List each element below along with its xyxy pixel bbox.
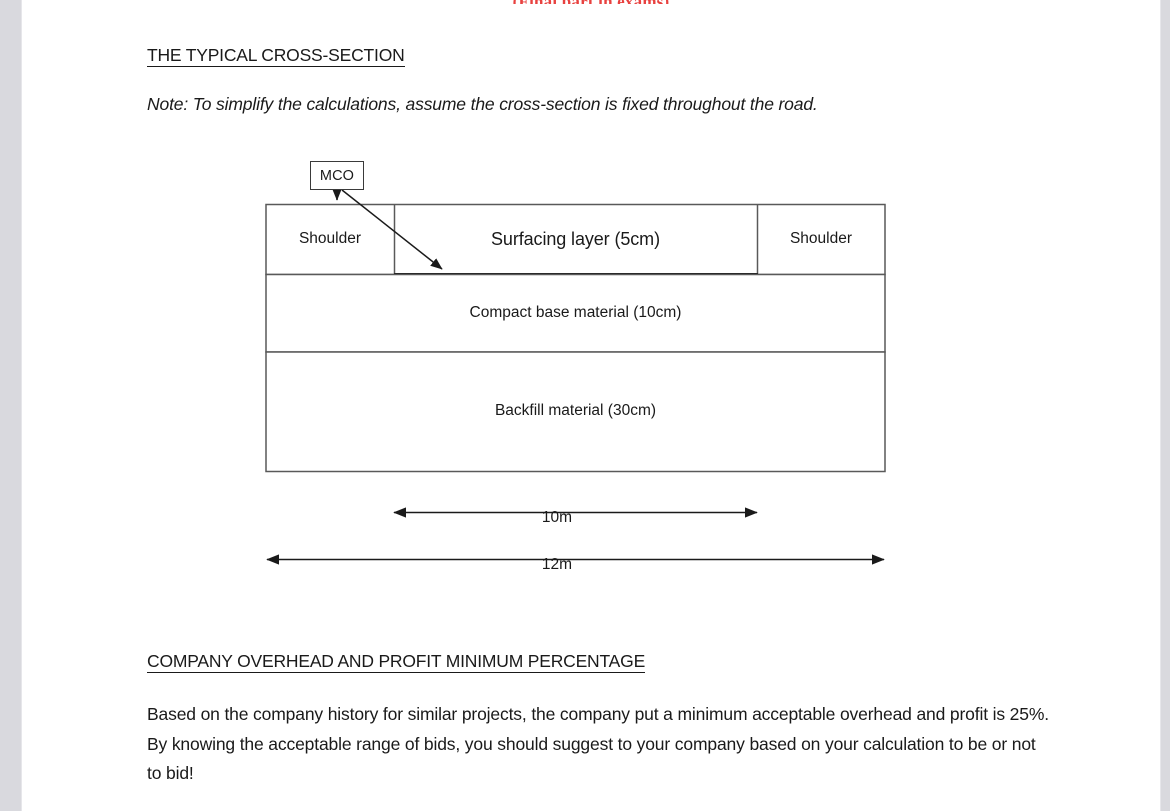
page-title-cross-section-text: THE TYPICAL CROSS-SECTION — [147, 45, 405, 67]
label-shoulder-left: Shoulder — [298, 230, 362, 247]
layer-top-row-outline — [265, 203, 886, 276]
label-dimension-10m: 10m — [541, 509, 573, 526]
label-backfill: Backfill material (30cm) — [494, 402, 657, 419]
layer-backfill-outline — [265, 351, 886, 473]
cross-section-note: Note: To simplify the calculations, assu… — [147, 94, 818, 114]
overhead-paragraph: Based on the company history for similar… — [147, 704, 1049, 783]
clipped-top-text: (Final part in exams) — [22, 0, 1160, 4]
mco-callout-box: MCO — [310, 161, 364, 190]
page-title-overhead: COMPANY OVERHEAD AND PROFIT MINIMUM PERC… — [147, 651, 646, 673]
page-title-overhead-text: COMPANY OVERHEAD AND PROFIT MINIMUM PERC… — [147, 651, 646, 673]
label-dimension-12m: 12m — [541, 556, 573, 573]
cross-section-diagram: MCO Shoulder Surfacing layer (5cm) Shoul… — [22, 0, 1160, 811]
label-surfacing-layer: Surfacing layer (5cm) — [491, 228, 660, 249]
layer-compact-base-outline — [265, 273, 886, 353]
mco-arrow-diagonal — [341, 189, 443, 270]
document-page: (Final part in exams) THE TYPICAL CROSS-… — [22, 0, 1160, 811]
label-compact-base: Compact base material (10cm) — [469, 304, 682, 321]
page-title-cross-section: THE TYPICAL CROSS-SECTION — [147, 45, 405, 67]
label-shoulder-right: Shoulder — [789, 230, 853, 247]
mco-callout-label: MCO — [319, 167, 355, 184]
